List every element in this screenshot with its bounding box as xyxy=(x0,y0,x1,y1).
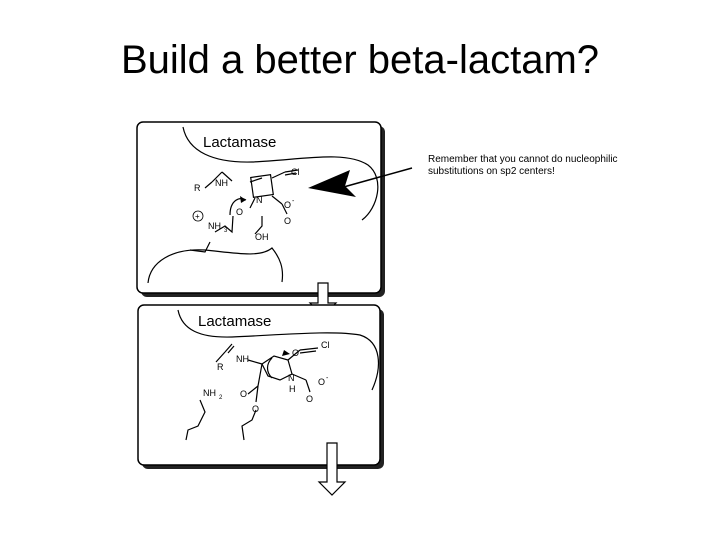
panel-bottom-label: Lactamase xyxy=(198,313,271,330)
atom-n-2: N xyxy=(288,373,295,383)
molecule-top xyxy=(189,169,299,253)
plus-charge-circle xyxy=(192,210,204,222)
atom-o-ester-2: O xyxy=(252,404,259,414)
atom-nh-2: NH xyxy=(236,354,249,364)
atom-o-carbonyl: O xyxy=(236,207,243,217)
curved-arrowhead-bottom xyxy=(282,350,290,356)
note-line-1: Remember that you cannot do nucleophilic xyxy=(428,154,618,165)
enzyme-pocket-top xyxy=(182,126,379,221)
note-line-2: substitutions on sp2 centers! xyxy=(428,166,555,177)
down-arrow-2 xyxy=(317,442,347,496)
atom-o-amide-2: O xyxy=(292,348,299,358)
plus-charge: + xyxy=(195,212,200,221)
atom-o-minus: O xyxy=(284,200,291,210)
atom-o-acid: O xyxy=(284,216,291,226)
atom-o-acid-2: O xyxy=(306,394,313,404)
atom-cl-2: Cl xyxy=(321,340,330,350)
note-callout: Remember that you cannot do nucleophilic… xyxy=(428,154,658,178)
atom-n: N xyxy=(256,195,263,205)
panel-bottom: Lactamase Cl R NH O xyxy=(137,304,384,469)
curved-arrowhead-top xyxy=(240,196,246,203)
panel-top: Lactamase Cl R NH xyxy=(136,121,385,297)
slide-title: Build a better beta-lactam? xyxy=(120,38,600,82)
atom-cl: Cl xyxy=(291,167,300,177)
note-pointer-head xyxy=(308,170,356,197)
molecule-bottom xyxy=(185,343,319,441)
atom-h-2: H xyxy=(289,384,296,394)
atom-o-minus-charge-2: - xyxy=(326,375,329,382)
atom-nh: NH xyxy=(215,178,228,188)
curved-arrow-bottom xyxy=(266,357,273,379)
enzyme-surface-top xyxy=(147,247,284,284)
atom-nh3-sub: 3 xyxy=(224,228,228,234)
atom-r-2: R xyxy=(217,362,224,372)
note-pointer-line xyxy=(339,167,413,189)
atom-oh: OH xyxy=(255,232,269,242)
atom-nh3: NH xyxy=(208,221,221,231)
atom-o-minus-2: O xyxy=(318,377,325,387)
panel-top-label: Lactamase xyxy=(203,134,276,151)
atom-nh2: NH xyxy=(203,388,216,398)
atom-nh2-sub: 2 xyxy=(219,395,223,401)
atom-r: R xyxy=(194,183,201,193)
atom-o-minus-charge: - xyxy=(292,198,295,205)
enzyme-pocket-bottom xyxy=(177,309,379,391)
atom-o-ester: O xyxy=(240,389,247,399)
